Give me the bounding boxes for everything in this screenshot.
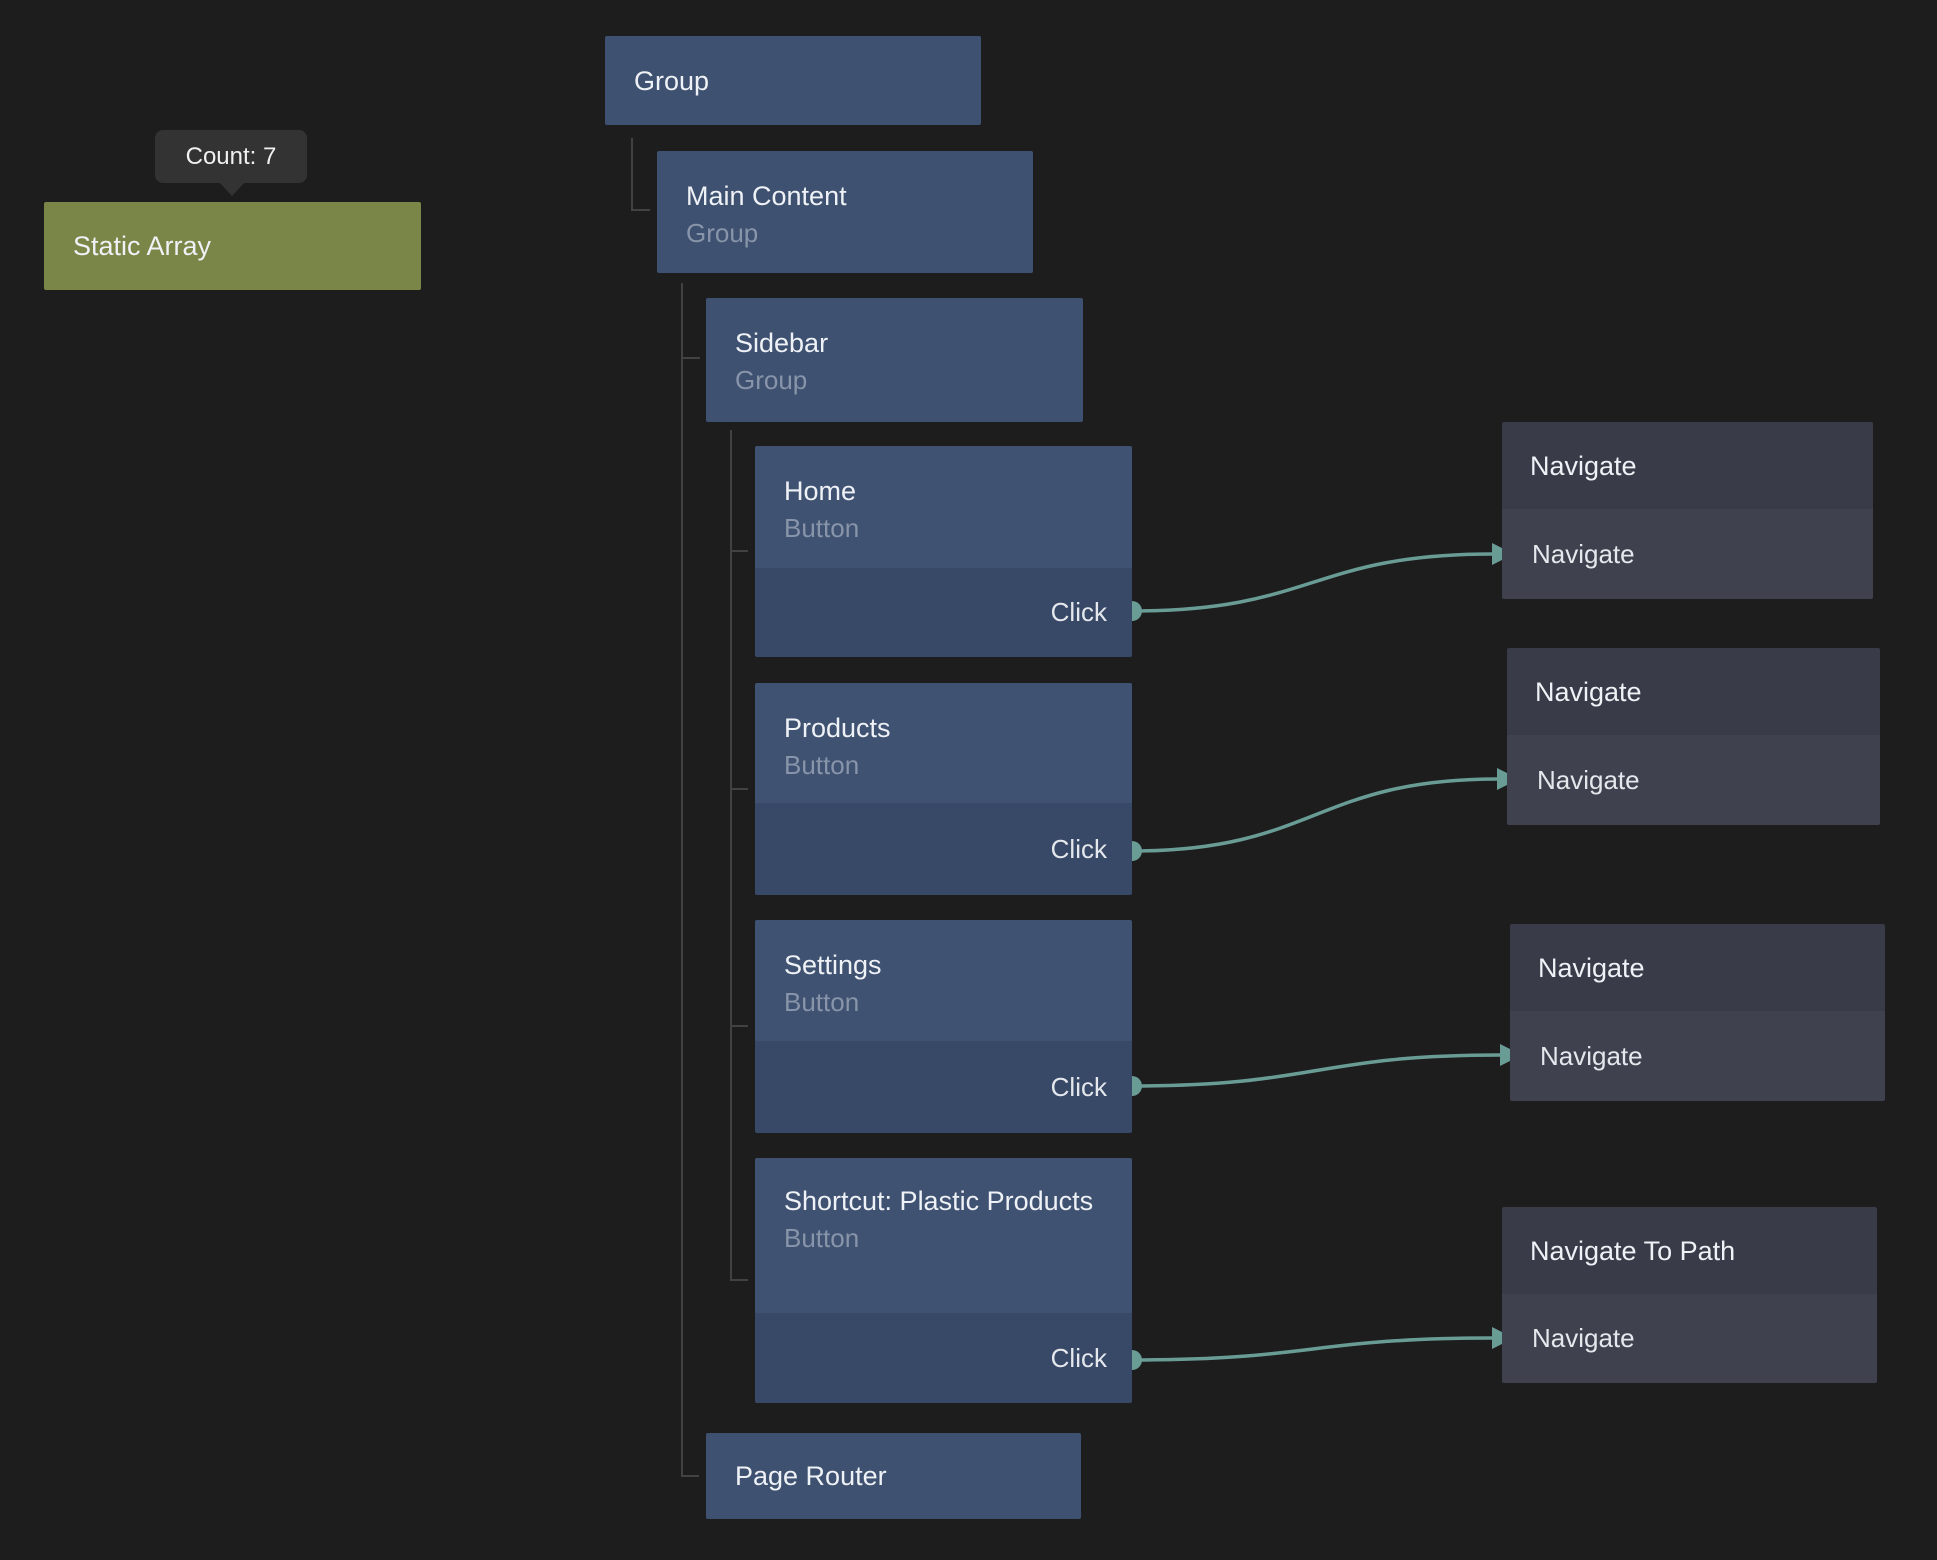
connection-products-click-to-navigate[interactable] — [1131, 777, 1499, 853]
node-navigate-to-path[interactable]: Navigate To Path Navigate — [1502, 1207, 1877, 1383]
sidebar-title: Sidebar — [735, 328, 829, 358]
navigate-3-input-label: Navigate — [1540, 1040, 1643, 1071]
navigate-3-title: Navigate — [1538, 952, 1645, 983]
settings-click-output-label: Click — [1050, 1071, 1107, 1102]
node-shortcut-button[interactable]: Shortcut: Plastic Products Button Click — [755, 1158, 1132, 1403]
settings-type: Button — [784, 987, 860, 1017]
node-navigate-1[interactable]: Navigate Navigate — [1502, 422, 1873, 599]
navigate-to-path-input-label: Navigate — [1532, 1323, 1635, 1353]
shortcut-title: Shortcut: Plastic Products — [784, 1186, 1094, 1216]
products-title: Products — [784, 713, 891, 743]
node-home-button[interactable]: Home Button Click — [755, 446, 1132, 657]
navigate-1-title: Navigate — [1530, 450, 1637, 481]
main-content-title: Main Content — [686, 181, 847, 211]
settings-title: Settings — [784, 950, 882, 980]
connection-settings-click-to-navigate[interactable] — [1131, 1053, 1502, 1088]
node-main-content[interactable]: Main Content Group — [657, 151, 1033, 273]
node-navigate-3[interactable]: Navigate Navigate — [1510, 924, 1885, 1101]
connection-home-click-to-navigate[interactable] — [1131, 552, 1494, 613]
connection-shortcut-click-to-navigate[interactable] — [1131, 1336, 1494, 1362]
node-navigate-2[interactable]: Navigate Navigate — [1507, 648, 1880, 825]
count-tooltip-text: Count: 7 — [185, 142, 277, 170]
products-click-output-label: Click — [1050, 833, 1107, 864]
sidebar-type: Group — [735, 365, 808, 395]
tree-connector-main-content — [681, 283, 700, 1477]
page-router-title: Page Router — [735, 1461, 887, 1491]
static-array-title: Static Array — [73, 231, 212, 261]
navigate-to-path-title: Navigate To Path — [1530, 1235, 1736, 1266]
navigate-1-input-label: Navigate — [1532, 538, 1635, 569]
node-static-array[interactable]: Static Array — [44, 202, 421, 290]
shortcut-type: Button — [784, 1223, 860, 1253]
node-sidebar[interactable]: Sidebar Group — [706, 298, 1083, 422]
group-title: Group — [634, 65, 710, 96]
count-tooltip-arrow — [219, 182, 245, 196]
navigate-2-title: Navigate — [1535, 676, 1642, 707]
shortcut-click-output-label: Click — [1050, 1342, 1107, 1373]
navigate-2-input-label: Navigate — [1537, 764, 1640, 795]
node-products-button[interactable]: Products Button Click — [755, 683, 1132, 895]
home-type: Button — [784, 513, 860, 543]
tree-connector-group — [631, 138, 650, 211]
node-settings-button[interactable]: Settings Button Click — [755, 920, 1132, 1133]
node-group[interactable]: Group — [605, 36, 981, 125]
node-page-router[interactable]: Page Router — [706, 1433, 1081, 1519]
home-title: Home — [784, 476, 857, 506]
count-tooltip: Count: 7 — [155, 130, 307, 183]
products-type: Button — [784, 750, 860, 780]
tree-connector-sidebar — [730, 430, 748, 1281]
main-content-type: Group — [686, 218, 759, 248]
home-click-output-label: Click — [1050, 597, 1107, 627]
